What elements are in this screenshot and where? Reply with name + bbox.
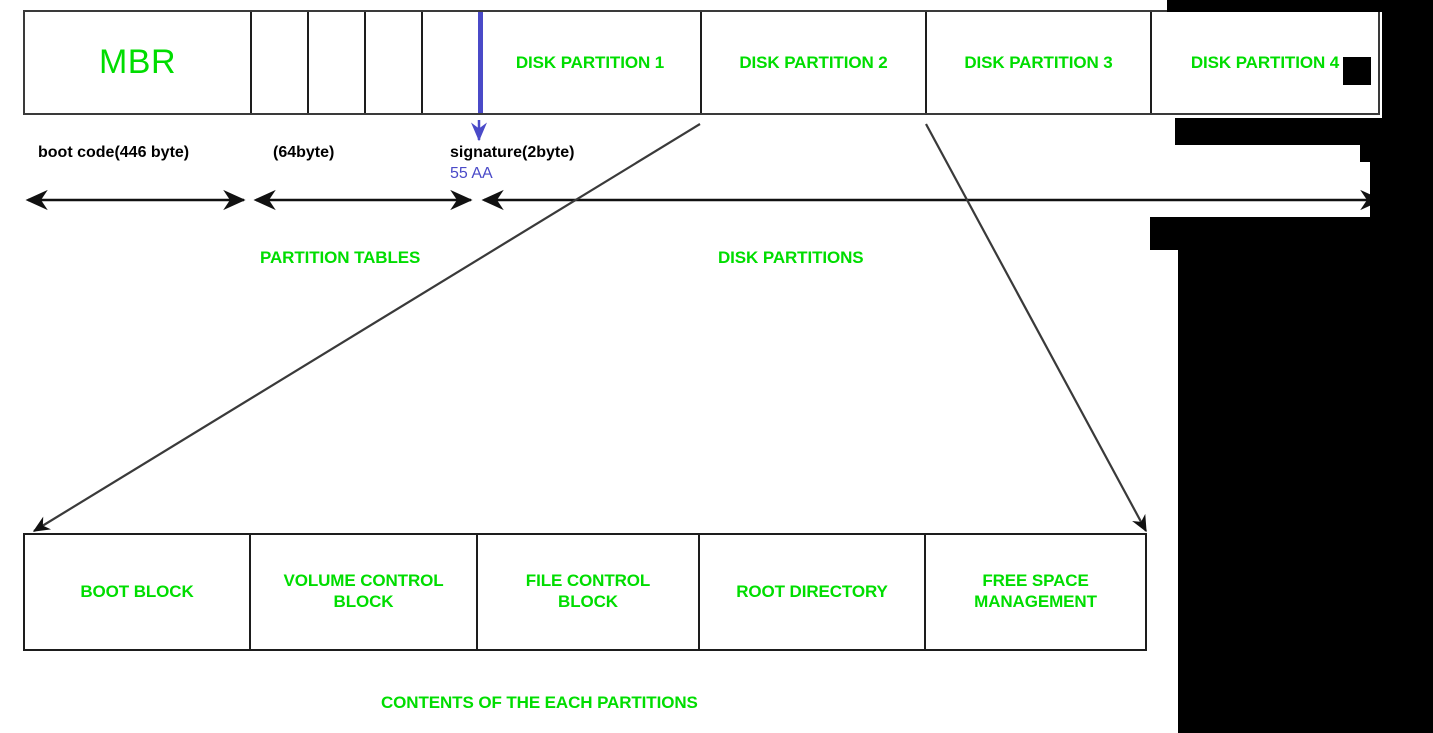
disk-partition-2: DISK PARTITION 2 (702, 12, 927, 113)
occlusion-region-bottom-right (1178, 217, 1433, 733)
contents-cell-boot-block: BOOT BLOCK (25, 535, 251, 649)
contents-line2: BLOCK (558, 592, 618, 611)
partition-tables-caption: PARTITION TABLES (260, 248, 421, 267)
partition-table-entry-3 (366, 12, 423, 113)
contents-cell-root-directory: ROOT DIRECTORY (700, 535, 926, 649)
occlusion-region-partition4-swatch (1343, 57, 1371, 85)
contents-line1: BOOT BLOCK (80, 581, 194, 601)
disk-partition-3: DISK PARTITION 3 (927, 12, 1152, 113)
partition-table-size-caption: (64byte) (273, 144, 335, 161)
boot-code-caption: boot code(446 byte) (38, 144, 190, 161)
disk-partition-3-label: DISK PARTITION 3 (964, 52, 1113, 72)
contents-cell-boot-block-label: BOOT BLOCK (80, 582, 193, 603)
contents-line1: FREE SPACE (982, 571, 1089, 591)
signature-marker-line (478, 12, 483, 113)
contents-line1: VOLUME CONTROL (283, 571, 444, 591)
contents-line2: BLOCK (333, 592, 394, 611)
disk-partition-1: DISK PARTITION 1 (480, 12, 702, 113)
disk-partition-1-label: DISK PARTITION 1 (515, 52, 665, 72)
mbr-disk-strip: MBR DISK PARTITION 1 DISK PARTITION 2 DI… (23, 10, 1380, 115)
partition-table-entry-4 (423, 12, 480, 113)
contents-line1: ROOT DIRECTORY (736, 581, 888, 601)
signature-caption: signature(2byte) (450, 144, 575, 161)
disk-partition-4: DISK PARTITION 4 (1152, 12, 1378, 113)
leader-arrow-left-diagonal (32, 123, 701, 532)
mbr-block: MBR (25, 12, 252, 113)
signature-value-caption: 55 AA (450, 165, 493, 182)
leader-arrow-right-diagonal (925, 123, 1147, 533)
contents-cell-root-directory-label: ROOT DIRECTORY (736, 582, 888, 603)
partition-table-entry-2 (309, 12, 366, 113)
occlusion-region-top-right (1167, 0, 1433, 12)
occlusion-region-right-band-b (1370, 145, 1433, 217)
mbr-label: MBR (98, 43, 177, 81)
contents-line2: MANAGEMENT (974, 592, 1097, 611)
disk-partition-2-label: DISK PARTITION 2 (739, 52, 888, 72)
occlusion-region-right-band-c (1360, 145, 1372, 162)
occlusion-region-right-band-a (1175, 118, 1433, 145)
disk-partitions-caption: DISK PARTITIONS (718, 248, 864, 267)
partition-table-entry-1 (252, 12, 309, 113)
contents-line1: FILE CONTROL (525, 571, 651, 591)
contents-caption: CONTENTS OF THE EACH PARTITIONS (381, 693, 698, 712)
disk-partition-4-label: DISK PARTITION 4 (1190, 52, 1340, 72)
